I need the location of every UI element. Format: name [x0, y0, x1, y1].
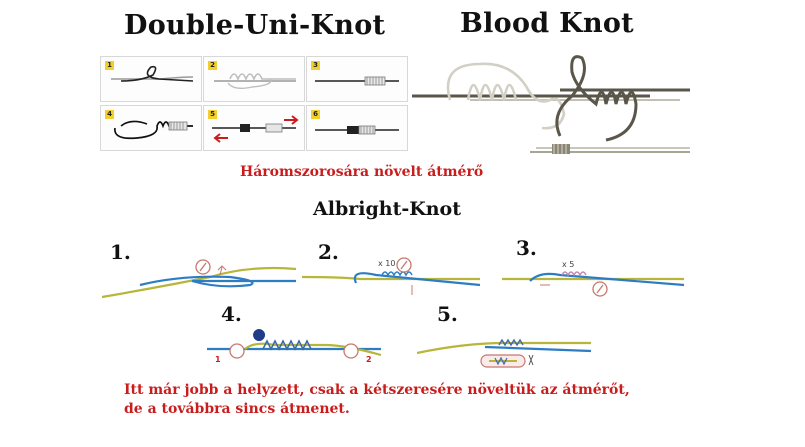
albright-note-line-2: de a továbbra sincs átmenet.	[124, 401, 350, 417]
wraps-count-label: x 10	[378, 259, 396, 268]
triple-diameter-note: Háromszorosára növelt átmérő	[240, 164, 484, 180]
albright-note-line-1: Itt már jobb a helyzett, csak a kétszere…	[124, 382, 630, 398]
main-line-marker-label: 2	[366, 355, 372, 364]
albright-step-2-drawing	[301, 257, 481, 295]
uni-step-number: 2	[208, 61, 217, 70]
uni-step-4-drawing	[114, 120, 193, 140]
albright-step-3-drawing	[502, 271, 685, 297]
uni-step-1-panel: 1	[100, 56, 202, 102]
albright-step-5-drawing	[416, 338, 592, 368]
uni-step-5-drawing	[212, 115, 299, 143]
wraps-count-label: x 5	[562, 260, 575, 269]
uni-step-5-panel: 5	[203, 105, 305, 151]
uni-step-2-drawing	[214, 73, 296, 90]
double-uni-step-grid: 1 2 3 4 5	[100, 56, 408, 152]
uni-step-number: 3	[311, 61, 320, 70]
blood-knot-illustration	[412, 55, 690, 154]
albright-step-number: 3.	[516, 236, 537, 260]
tag-end-marker-label: 1	[215, 355, 221, 364]
albright-step-4-drawing	[207, 329, 382, 359]
uni-step-6-panel: 6	[306, 105, 408, 151]
albright-knot-title: Albright-Knot	[313, 198, 462, 220]
albright-step-1-drawing	[101, 259, 297, 299]
uni-step-number: 4	[105, 110, 114, 119]
uni-step-number: 1	[105, 61, 114, 70]
uni-step-2-panel: 2	[203, 56, 305, 102]
albright-step-number: 2.	[318, 240, 339, 264]
uni-step-number: 6	[311, 110, 320, 119]
uni-step-3-panel: 3	[306, 56, 408, 102]
uni-step-1-drawing	[111, 65, 194, 82]
uni-step-number: 5	[208, 110, 217, 119]
albright-step-number: 4.	[221, 302, 242, 326]
albright-step-number: 1.	[110, 240, 131, 264]
blood-knot-title: Blood Knot	[460, 8, 634, 39]
uni-step-3-drawing	[315, 76, 399, 86]
albright-step-number: 5.	[437, 302, 458, 326]
uni-step-4-panel: 4	[100, 105, 202, 151]
uni-step-6-drawing	[315, 125, 399, 135]
double-uni-knot-title: Double-Uni-Knot	[124, 10, 386, 41]
